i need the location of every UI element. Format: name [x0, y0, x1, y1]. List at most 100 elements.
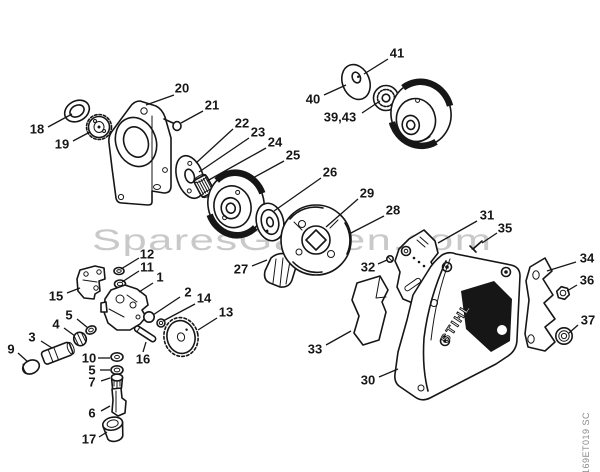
- leader-lines: [17, 58, 579, 438]
- washer-parts-40-41: [340, 63, 372, 101]
- callout-label-34: 34: [579, 250, 595, 266]
- leader-line-19: [72, 131, 91, 142]
- bracket-part-15: [76, 265, 106, 300]
- bushing-part-17: [101, 416, 124, 443]
- leader-line-36: [566, 284, 578, 292]
- oil-pump-body-part-1: [100, 284, 149, 331]
- leader-line-24: [206, 147, 267, 182]
- callout-label-13: 13: [218, 304, 234, 320]
- leader-line-13: [197, 317, 218, 331]
- leader-line-34: [546, 261, 577, 272]
- leader-line-27: [251, 259, 268, 267]
- callout-label-22: 22: [234, 115, 250, 131]
- plunger-part-6: [111, 387, 127, 417]
- callout-label-11: 11: [140, 259, 154, 275]
- callout-label-23: 23: [250, 124, 266, 140]
- leader-line-11: [121, 270, 140, 283]
- leader-line-32: [377, 259, 388, 265]
- washer-part-5b: [110, 364, 124, 375]
- callout-label-21: 21: [204, 97, 220, 113]
- leader-line-39-43: [361, 100, 381, 114]
- callout-label-16: 16: [135, 351, 151, 367]
- callout-label-5: 5: [88, 362, 96, 378]
- washer-part-5a: [85, 325, 97, 335]
- callout-label-26: 26: [322, 164, 338, 180]
- callout-label-20: 20: [174, 80, 190, 96]
- leader-line-29: [325, 198, 359, 228]
- collar-nut-part-37: [554, 326, 573, 345]
- leader-line-23: [198, 137, 250, 173]
- callout-label-2: 2: [184, 284, 192, 300]
- callout-label-32: 32: [360, 259, 376, 275]
- nut-part-36: [555, 285, 571, 301]
- leader-line-33: [325, 330, 352, 346]
- bumper-spike-part-34: [524, 257, 556, 352]
- callout-label-33: 33: [307, 341, 323, 357]
- callout-label-24: 24: [267, 134, 283, 150]
- leader-line-12: [120, 257, 140, 270]
- callout-label-41: 41: [389, 45, 405, 61]
- leader-line-4: [63, 327, 76, 337]
- pin-part-16: [133, 325, 157, 343]
- callout-label-37: 37: [580, 312, 596, 328]
- callout-label-27: 27: [233, 261, 249, 277]
- clutch-drum-part-25: [206, 169, 266, 239]
- callout-label-30: 30: [360, 372, 376, 388]
- callout-label-36: 36: [579, 272, 595, 288]
- callout-label-10: 10: [81, 350, 97, 366]
- bolt-part-21: [163, 118, 182, 132]
- leader-line-9: [17, 352, 29, 363]
- leader-line-14: [162, 303, 196, 322]
- leader-line-16: [142, 341, 147, 353]
- callout-label-40: 40: [305, 91, 321, 107]
- callout-label-25: 25: [285, 147, 301, 163]
- valve-body-part-3: [40, 341, 75, 365]
- leader-line-17: [98, 431, 108, 438]
- chain-sprocket-cover-part-30: STIHL: [394, 251, 521, 401]
- leader-line-7: [100, 377, 111, 382]
- leader-line-35: [481, 232, 498, 244]
- screw-part-32: [385, 255, 394, 264]
- clutch-assembly-parts-28-29: [280, 204, 352, 276]
- callout-label-4: 4: [52, 316, 60, 332]
- callout-label-12: 12: [139, 246, 155, 262]
- leader-line-26: [273, 177, 322, 212]
- pin-part-35: [469, 240, 483, 253]
- callout-label-3: 3: [28, 329, 36, 345]
- callout-label-14: 14: [196, 290, 212, 306]
- washer-part-10: [110, 351, 124, 362]
- leader-line-18: [47, 113, 73, 128]
- callout-label-17: 17: [81, 431, 97, 447]
- callout-label-28: 28: [385, 202, 401, 218]
- callout-label-29: 29: [359, 185, 375, 201]
- washer-part-26: [255, 202, 285, 242]
- callout-label-19: 19: [54, 136, 70, 152]
- sprocket-part-13: [163, 316, 199, 358]
- leader-line-31: [437, 220, 478, 244]
- nut-part-4: [72, 331, 88, 347]
- leader-line-15: [66, 287, 81, 294]
- callout-label-7: 7: [88, 374, 96, 390]
- cover-plate-part-20: [108, 100, 172, 206]
- leader-line-21: [180, 110, 204, 124]
- leader-line-22: [195, 128, 234, 164]
- leader-line-41: [363, 58, 389, 75]
- leader-line-1: [138, 282, 154, 293]
- rim-sprocket-drum: [388, 78, 454, 150]
- document-code: 169ET019 SC: [581, 411, 591, 472]
- cap-part-9: [21, 359, 41, 375]
- leader-line-2: [152, 296, 181, 316]
- seal-part-2: [143, 310, 156, 323]
- callout-label-1: 1: [156, 269, 164, 285]
- callout-label-5: 5: [65, 307, 73, 323]
- callout-label-9: 9: [7, 341, 15, 357]
- leader-line-3: [40, 340, 53, 349]
- callout-label-15: 15: [48, 288, 64, 304]
- deflector-part-33: [351, 275, 389, 346]
- leader-line-20: [145, 94, 175, 106]
- callout-label-35: 35: [497, 220, 513, 236]
- callout-label-31: 31: [479, 207, 495, 223]
- leader-line-6: [100, 405, 111, 412]
